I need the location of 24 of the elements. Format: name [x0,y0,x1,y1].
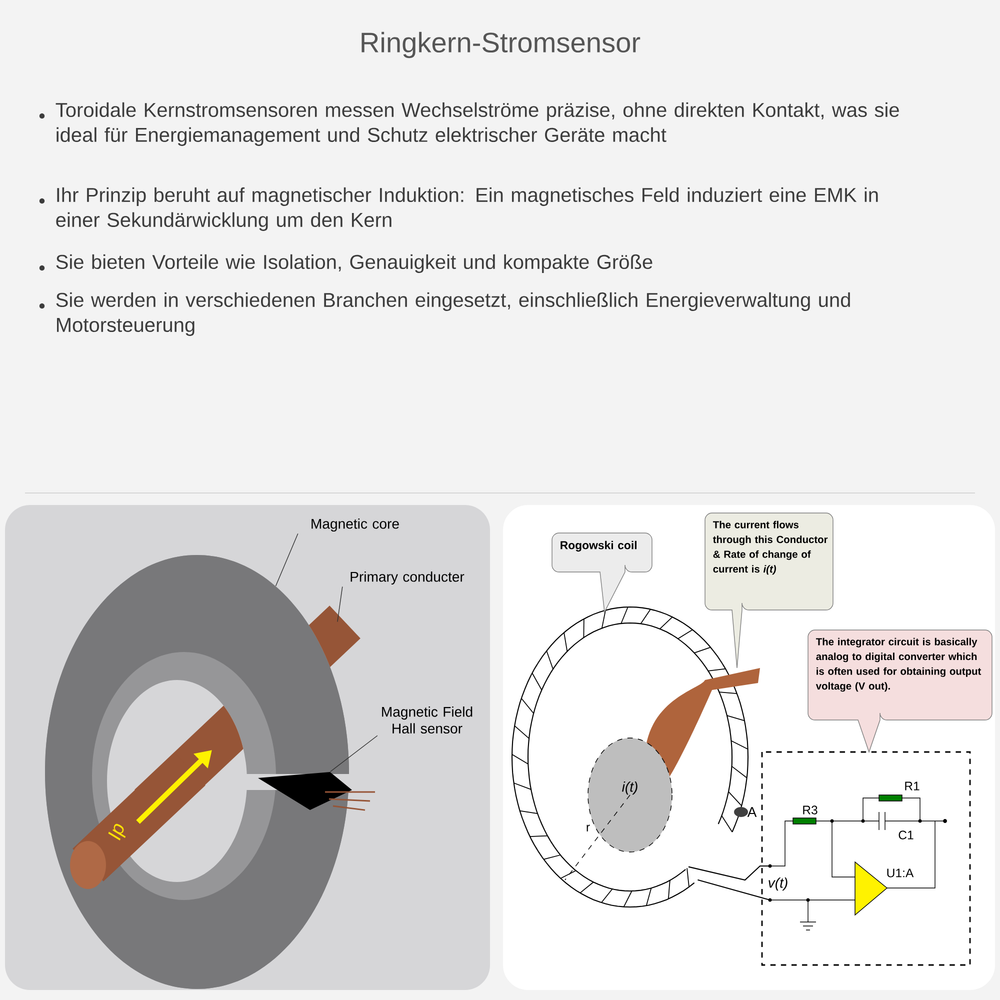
leader-line [275,533,298,586]
diagram-label: U1:A [887,868,914,878]
leader-line [337,586,343,622]
conductor-rod [70,606,360,889]
leader-line [330,735,378,772]
speech-bubble: Rogowski coil [552,532,652,612]
bullet-text: Ihr Prinzip beruht auf magnetischer Induktion: Ein magnetisches Feld induziert eine EMK in einer Sekundärwicklung um den Kern [56,187,878,231]
title: Ringkern-Stromsensor [362,32,640,58]
diagram-label: v(t) [768,877,788,891]
diagram-label: C1 [898,830,914,840]
diagram-label: i(t) [622,781,638,795]
callout-label: Magnetic Field Hall sensor [382,706,472,734]
diagram-label: r [586,824,590,832]
diagram-label: R3 [803,806,818,814]
callout-label: Primary conducter [350,571,464,585]
bullet-text: Sie bieten Vorteile wie Isolation, Genauigkeit und kompakte Größe [56,254,652,274]
bullet-text: Sie werden in verschiedenen Branchen eingesetzt, einschließlich Energieverwaltung und Motorsteuerung [56,292,850,336]
sensor-chip [258,772,375,811]
diagram-label: Ip [108,824,126,840]
bullet-text: Toroidale Kernstromsensoren messen Wechselströme präzise, ohne direkten Kontakt, was sie ideal für Energiemanagement und Schutz elektrischer Geräte macht [56,102,899,146]
callout-label: Magnetic core [312,518,399,532]
diagram-label: A [747,807,757,817]
speech-bubble: The integrator circuit is basically analog to digital converter which is often used for obtaining output voltage (V out). [808,630,992,752]
diagram-label: R1 [905,782,920,790]
